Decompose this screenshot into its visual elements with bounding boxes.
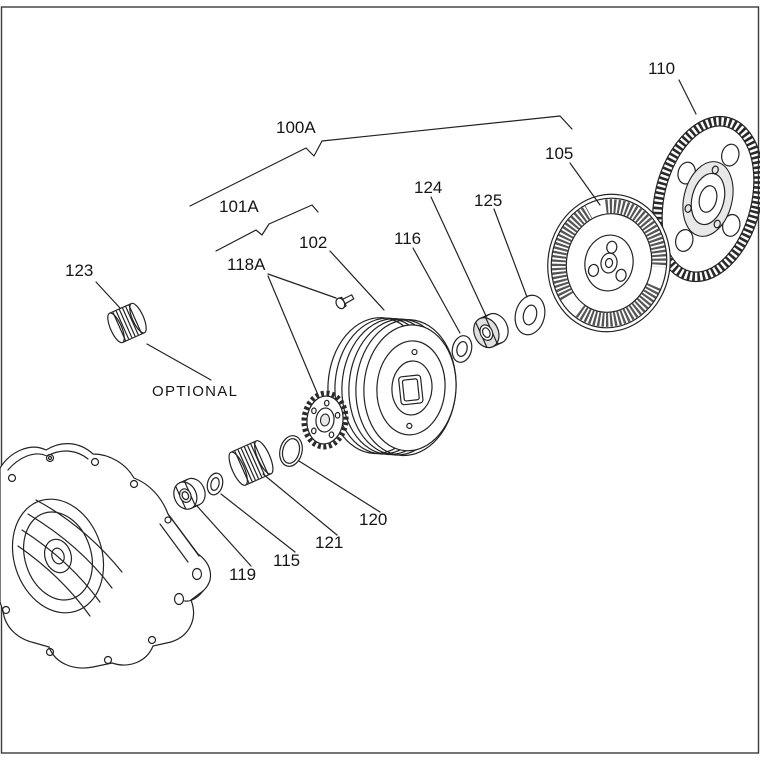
washer-125-part: [514, 294, 546, 336]
part-label-105: 105: [545, 144, 574, 163]
nut-119-part: [173, 477, 206, 510]
part-label-115: 115: [273, 551, 301, 570]
group-label-101a: 101A: [219, 197, 259, 216]
part-label-125: 125: [474, 191, 503, 210]
part-label-110: 110: [648, 59, 676, 78]
nut-124-part: [473, 312, 509, 349]
page-border: [0, 6, 760, 754]
washer-116-part: [451, 335, 473, 363]
part-label-102: 102: [299, 233, 328, 252]
screw-118a-part: [335, 294, 355, 310]
part-label-124: 124: [414, 178, 443, 197]
part-label-116: 116: [394, 229, 422, 248]
part-label-118a: 118A: [227, 255, 266, 274]
group-label-100a: 100A: [276, 118, 316, 137]
group-bracket-101a: [215, 204, 319, 252]
part-label-123: 123: [65, 261, 94, 280]
part-label-119: 119: [229, 565, 257, 584]
optional-note: OPTIONAL: [152, 383, 239, 400]
clutch-hub-sprocket-part: [301, 390, 349, 450]
roller-bearing-121-part: [228, 440, 274, 486]
o-ring-120-part: [279, 435, 303, 467]
group-bracket-100a: [189, 115, 573, 207]
crankcase-cover-part: [0, 443, 211, 669]
clutch-shoes-105-part: [547, 193, 671, 333]
clutch-drum-102-part: [327, 317, 457, 457]
washer-115-part: [206, 472, 224, 496]
roller-bearing-123-part: [107, 302, 147, 344]
leader-lines: [95, 79, 697, 567]
part-label-120: 120: [359, 510, 388, 529]
ring-gear-110-part: [652, 115, 760, 283]
part-label-121: 121: [315, 533, 344, 552]
